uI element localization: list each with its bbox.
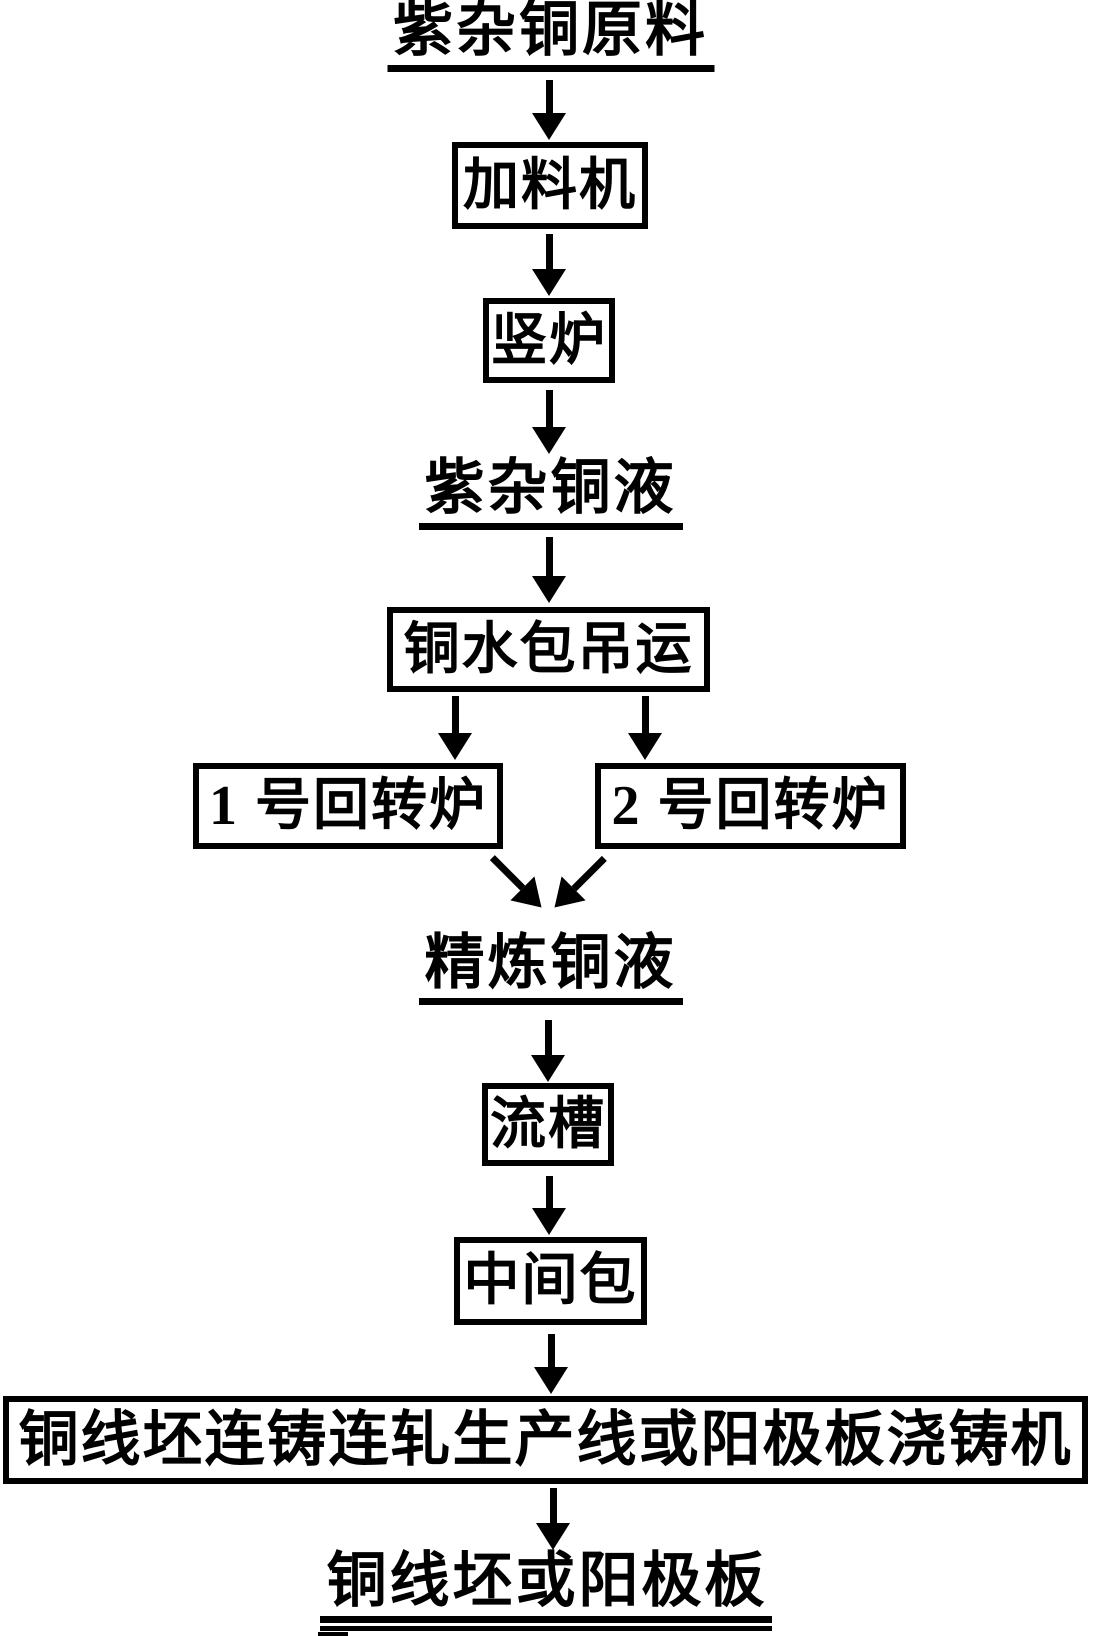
arrow-casting-line-to-product-icon	[534, 1488, 572, 1550]
arrow-shaft-furnace-to-liquid-icon	[530, 390, 568, 454]
node-shaft-furnace: 竖炉	[483, 298, 615, 383]
node-casting-line: 铜线坯连铸连轧生产线或阳极板浇铸机	[3, 1396, 1088, 1484]
label-product: 铜线坯或阳极板	[326, 1548, 768, 1614]
arrow-feeder-to-shaft-furnace-icon	[530, 234, 568, 296]
node-shaft-furnace-label: 竖炉	[491, 309, 607, 372]
product-underline-bottom	[320, 1626, 772, 1631]
arrow-furnace2-to-refined-icon	[541, 845, 617, 921]
label-raw-copper-material: 紫杂铜原料	[387, 0, 714, 73]
arrow-refined-to-launder-icon	[529, 1020, 567, 1082]
label-raw-copper-liquid: 紫杂铜液	[418, 457, 683, 531]
node-feeder: 加料机	[452, 142, 648, 229]
node-tundish-label: 中间包	[463, 1250, 638, 1312]
arrow-tundish-to-casting-line-icon	[532, 1334, 570, 1394]
arrow-liquid-to-ladle-icon	[530, 537, 568, 603]
arrow-launder-to-tundish-icon	[530, 1176, 568, 1235]
label-refined-copper-liquid: 精炼铜液	[418, 932, 683, 1006]
product-underline-mark	[318, 1632, 348, 1636]
arrow-title-to-feeder-icon	[530, 80, 568, 140]
product-underline-top	[320, 1616, 772, 1623]
node-rotary-furnace-1-label: 1 号回转炉	[209, 775, 487, 837]
node-ladle-hoisting: 铜水包吊运	[387, 607, 710, 692]
node-casting-line-label: 铜线坯连铸连轧生产线或阳极板浇铸机	[18, 1407, 1073, 1473]
node-launder: 流槽	[482, 1083, 614, 1166]
arrow-ladle-to-furnace1-icon	[436, 696, 474, 760]
arrow-ladle-to-furnace2-icon	[626, 696, 664, 760]
node-rotary-furnace-1: 1 号回转炉	[193, 763, 503, 849]
node-launder-label: 流槽	[490, 1093, 606, 1156]
node-ladle-hoisting-label: 铜水包吊运	[403, 618, 694, 681]
node-rotary-furnace-2: 2 号回转炉	[595, 763, 906, 849]
node-tundish: 中间包	[454, 1237, 647, 1325]
node-feeder-label: 加料机	[463, 154, 637, 217]
node-rotary-furnace-2-label: 2 号回转炉	[611, 775, 890, 837]
arrow-furnace1-to-refined-icon	[479, 845, 555, 921]
